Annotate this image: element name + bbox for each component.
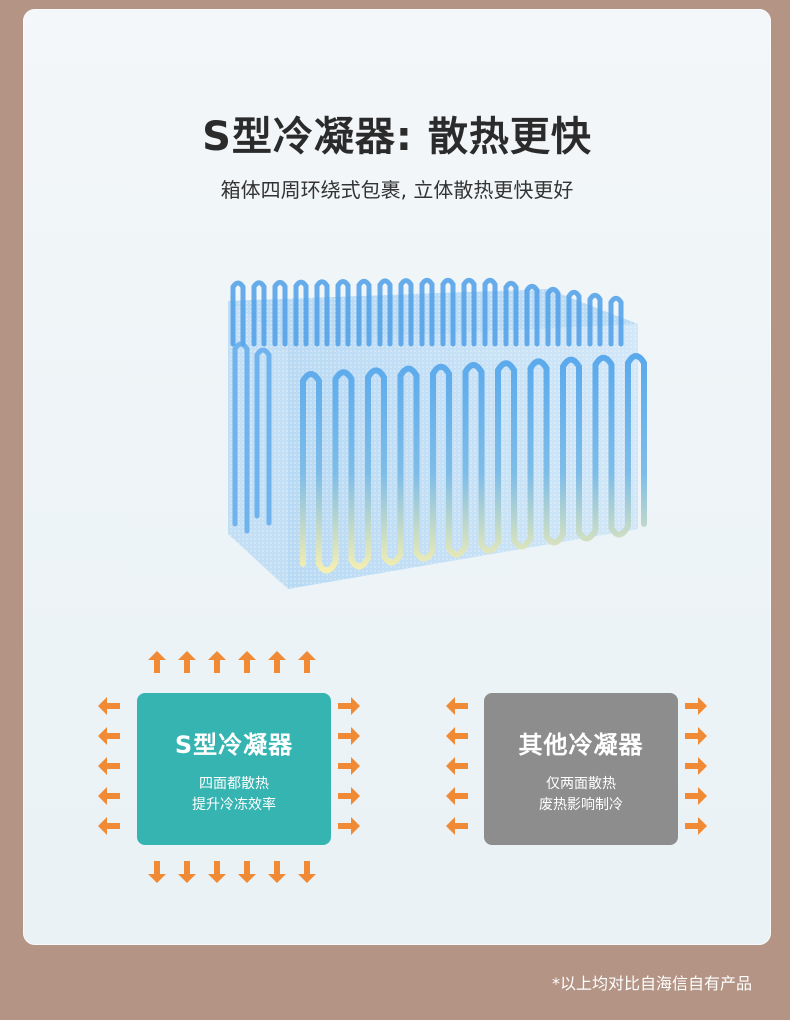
heat-arrow-icon xyxy=(268,651,286,673)
back-tube-loop xyxy=(314,279,330,347)
heat-arrow-icon xyxy=(446,817,468,835)
heat-arrow-icon xyxy=(98,697,120,715)
s-condenser-name: S型冷凝器 xyxy=(174,731,294,759)
back-tube-loop xyxy=(503,280,519,347)
back-tube-loop xyxy=(440,277,456,347)
back-tube-loop xyxy=(230,280,246,347)
heat-arrow-icon xyxy=(208,861,226,883)
heat-arrow-icon xyxy=(685,697,707,715)
s-condenser-desc-1: 四面都散热 xyxy=(199,776,269,792)
page-title: S型冷凝器: 散热更快 xyxy=(202,114,592,160)
heat-arrow-icon xyxy=(685,727,707,745)
heat-arrow-icon xyxy=(98,817,120,835)
heat-arrow-icon xyxy=(148,651,166,673)
left-tube-loop xyxy=(254,347,272,526)
heat-arrow-icon xyxy=(446,787,468,805)
heat-arrow-icon xyxy=(338,697,360,715)
back-tube-loop xyxy=(587,292,603,347)
content-card: S型冷凝器: 散热更快 箱体四周环绕式包裹, 立体散热更快更好 xyxy=(23,9,771,945)
heat-arrow-icon xyxy=(338,817,360,835)
s-condenser-desc-2: 提升冷冻效率 xyxy=(192,797,276,813)
back-tube-loop xyxy=(335,279,351,347)
back-tube-loop xyxy=(419,277,435,347)
back-tube-loop xyxy=(272,279,288,347)
condenser-box-illustration xyxy=(228,277,647,589)
heat-arrow-icon xyxy=(685,817,707,835)
back-tube-loop xyxy=(293,279,309,347)
heat-arrow-icon xyxy=(685,757,707,775)
heat-arrow-icon xyxy=(685,787,707,805)
heat-arrow-icon xyxy=(268,861,286,883)
heat-arrow-icon xyxy=(338,727,360,745)
back-tube-loop xyxy=(608,295,624,347)
other-condenser-desc-2: 废热影响制冷 xyxy=(539,797,623,813)
heat-arrow-icon xyxy=(238,861,256,883)
back-tube-loop xyxy=(251,280,267,347)
heat-arrow-icon xyxy=(208,651,226,673)
heat-arrow-icon xyxy=(338,757,360,775)
disclaimer-footnote: *以上均对比自海信自有产品 xyxy=(551,974,752,993)
heat-arrow-icon xyxy=(446,697,468,715)
back-tube-loop xyxy=(566,289,582,347)
s-condenser-box: S型冷凝器 四面都散热 提升冷冻效率 xyxy=(137,693,331,845)
back-tube-loop xyxy=(482,277,498,347)
back-tube-loop xyxy=(545,286,561,347)
heat-arrow-icon xyxy=(98,727,120,745)
heat-arrow-icon xyxy=(298,651,316,673)
left-tube-loop xyxy=(232,341,250,534)
heat-arrow-icon xyxy=(178,651,196,673)
front-s-tube xyxy=(300,353,647,574)
other-condenser-desc-1: 仅两面散热 xyxy=(546,776,616,792)
back-tube-loop xyxy=(461,277,477,347)
heat-arrow-icon xyxy=(178,861,196,883)
heat-arrow-icon xyxy=(238,651,256,673)
heat-arrow-icon xyxy=(98,757,120,775)
heat-arrow-icon xyxy=(98,787,120,805)
back-tube-loop xyxy=(524,283,540,347)
other-condenser-box: 其他冷凝器 仅两面散热 废热影响制冷 xyxy=(484,693,678,845)
heat-arrows xyxy=(98,651,707,883)
back-tube-loop xyxy=(377,278,393,347)
other-condenser-name: 其他冷凝器 xyxy=(518,731,644,759)
heat-arrow-icon xyxy=(338,787,360,805)
heat-arrow-icon xyxy=(298,861,316,883)
back-tube-loop xyxy=(356,278,372,347)
page-subtitle: 箱体四周环绕式包裹, 立体散热更快更好 xyxy=(220,178,574,202)
heat-arrow-icon xyxy=(446,727,468,745)
back-tube-loop xyxy=(398,278,414,347)
heat-arrow-icon xyxy=(148,861,166,883)
heat-arrow-icon xyxy=(446,757,468,775)
